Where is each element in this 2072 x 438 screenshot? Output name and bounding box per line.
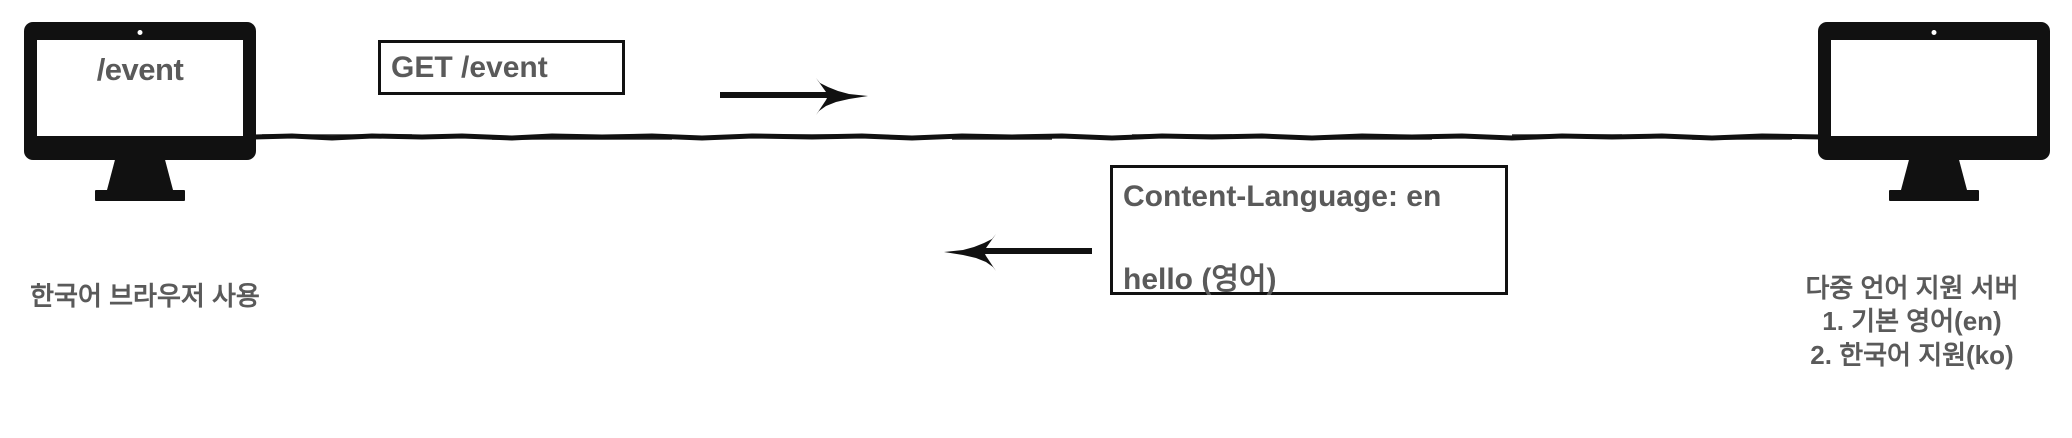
response-header-line: Content-Language: en bbox=[1123, 180, 1442, 213]
client-caption: 한국어 브라우저 사용 bbox=[0, 280, 290, 313]
server-caption-line-2: 1. 기본 영어(en) bbox=[1822, 306, 2002, 337]
client-monitor-bezel: /event bbox=[24, 22, 256, 160]
response-body-line: hello (영어) bbox=[1123, 263, 1277, 296]
server-monitor-base bbox=[1889, 190, 1979, 201]
arrow-right-icon bbox=[720, 78, 868, 115]
server-caption: 다중 언어 지원 서버 1. 기본 영어(en) 2. 한국어 지원(ko) bbox=[1762, 272, 2062, 372]
server-monitor bbox=[1818, 22, 2050, 201]
client-screen-text: /event bbox=[96, 52, 184, 87]
webcam-dot-icon bbox=[137, 30, 143, 35]
connector-line bbox=[252, 133, 1822, 141]
server-caption-line-1: 다중 언어 지원 서버 bbox=[1805, 273, 2019, 303]
server-monitor-bezel bbox=[1818, 22, 2050, 160]
server-caption-line-3: 2. 한국어 지원(ko) bbox=[1810, 339, 2014, 370]
arrow-left-icon bbox=[944, 234, 1092, 271]
client-neck-shape bbox=[107, 160, 173, 190]
client-monitor: /event bbox=[24, 22, 256, 201]
request-message-box: GET /event bbox=[378, 40, 625, 95]
server-neck-shape bbox=[1901, 160, 1967, 190]
server-monitor-neck bbox=[1818, 160, 2050, 190]
server-screen bbox=[1831, 40, 2037, 136]
client-caption-line: 한국어 브라우저 사용 bbox=[30, 281, 260, 311]
client-monitor-neck bbox=[24, 160, 256, 190]
client-monitor-base bbox=[95, 190, 185, 201]
webcam-dot-icon bbox=[1931, 30, 1937, 35]
client-screen: /event bbox=[37, 40, 243, 136]
response-message-box: Content-Language: en hello (영어) bbox=[1110, 165, 1508, 296]
request-message-label: GET /event bbox=[391, 50, 548, 84]
